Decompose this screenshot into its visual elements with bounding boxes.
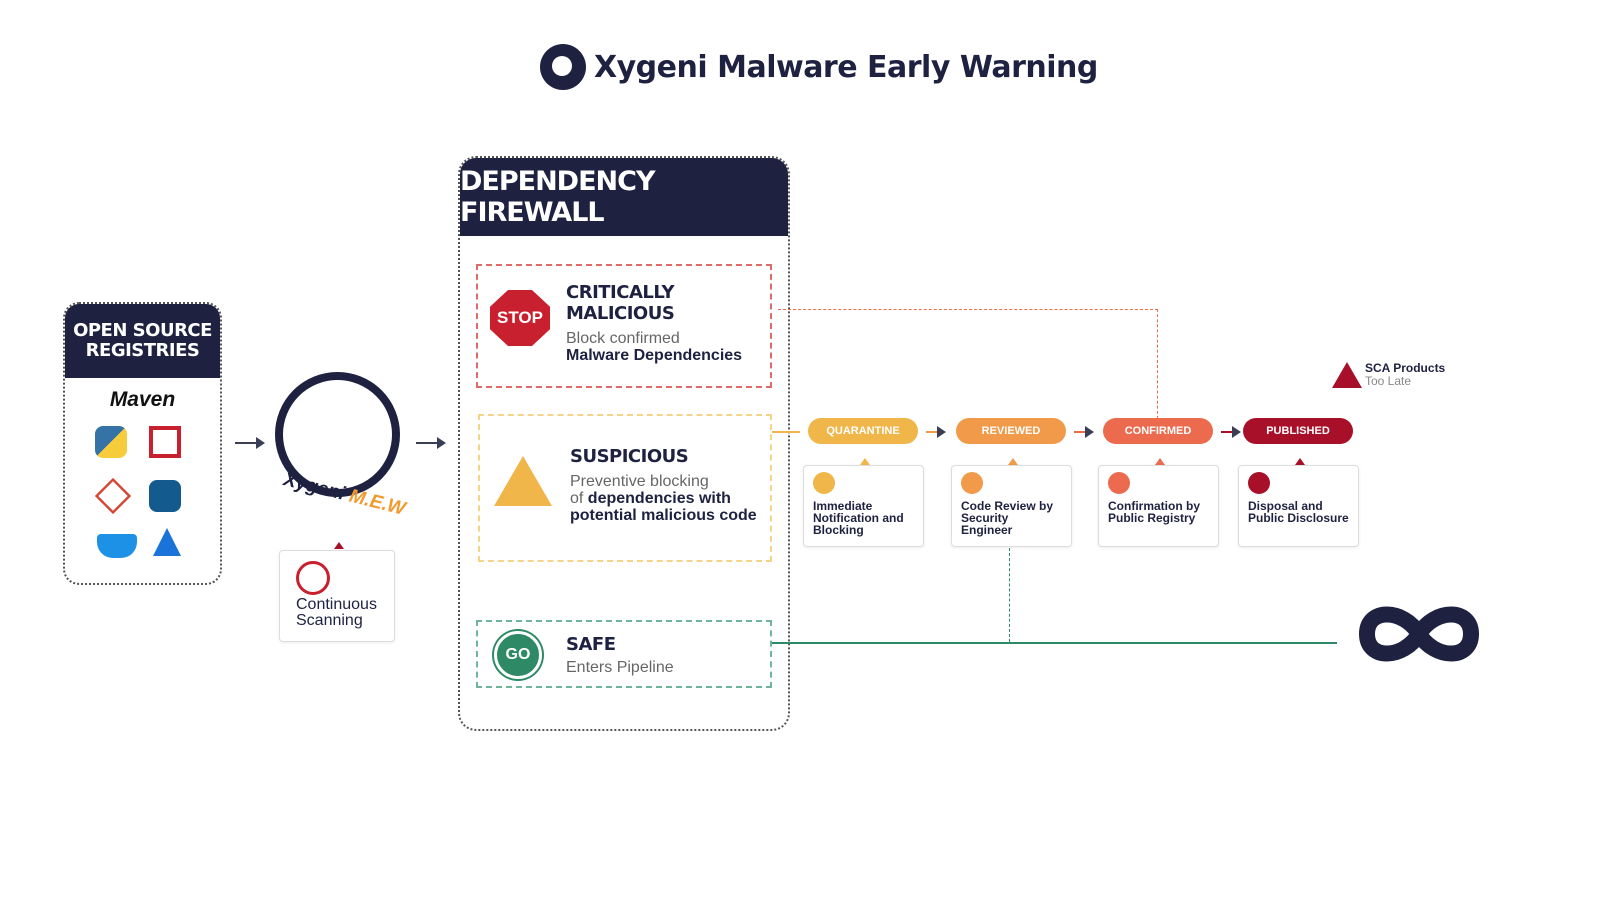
stage-pill-quarantine: QUARANTINE (808, 418, 918, 444)
python-icon (95, 426, 127, 458)
arrow-mew-to-firewall (416, 437, 446, 449)
stage-step-label: Disposal and Public Disclosure (1248, 499, 1349, 525)
suspicious-box: SUSPICIOUS Preventive blocking of depend… (478, 414, 772, 562)
docker-icon (97, 534, 137, 558)
mew-suffix: M.E.W (347, 485, 408, 520)
confirmed-feedback-vertical (1157, 309, 1158, 419)
npm-icon (149, 426, 181, 458)
xygeni-mew-mascot-icon (275, 372, 400, 497)
sca-warning-icon (1332, 362, 1362, 388)
maven-logo: Maven (109, 388, 176, 411)
stage-arrow-up-icon (860, 458, 870, 465)
registries-heading: OPEN SOURCE REGISTRIES (65, 304, 220, 378)
sca-label: SCA Products Too Late (1365, 362, 1445, 388)
azure-icon (153, 528, 181, 556)
xygeni-mew-logo-icon (540, 44, 586, 90)
megaphone-icon (1248, 472, 1270, 494)
suspicious-line3: potential malicious code (570, 507, 757, 524)
stage-step-label: Immediate Notification and Blocking (813, 499, 904, 537)
open-source-registries-panel: OPEN SOURCE REGISTRIES Maven (63, 302, 222, 585)
stage-arrow-up-icon (1295, 458, 1305, 465)
firewall-heading: DEPENDENCY FIREWALL (460, 158, 788, 236)
go-sign-icon: GO (494, 631, 542, 679)
nuget-icon (149, 480, 181, 512)
suspicious-title: SUSPICIOUS (570, 446, 689, 467)
title-text: Xygeni Malware Early Warning (594, 49, 1098, 85)
critical-line2: Malware Dependencies (566, 347, 743, 364)
stage-arrow-up-icon (1155, 458, 1165, 465)
critical-line1: Block confirmed (566, 330, 680, 347)
sca-subtitle: Too Late (1365, 374, 1412, 388)
stage-pill-confirmed: CONFIRMED (1103, 418, 1213, 444)
stage-pill-published: PUBLISHED (1243, 418, 1353, 444)
reviewed-safe-line (1009, 548, 1010, 642)
stage-step-card: Code Review by Security Engineer (951, 465, 1072, 547)
dependency-firewall-panel: DEPENDENCY FIREWALL (458, 156, 790, 731)
warning-icon (494, 456, 552, 506)
safe-line1: Enters Pipeline (566, 659, 674, 676)
critical-title: CRITICALLY MALICIOUS (566, 282, 675, 324)
stage-step-card: Confirmation by Public Registry (1098, 465, 1219, 547)
rubygems-icon (94, 477, 132, 515)
confirmed-feedback-line (778, 309, 1158, 310)
arrow-registries-to-mew (235, 437, 265, 449)
safe-title: SAFE (566, 634, 616, 655)
safe-box: GO SAFE Enters Pipeline (476, 620, 772, 688)
stop-sign-icon: STOP (490, 290, 550, 346)
security-engineer-icon (961, 472, 983, 494)
connector-to-quarantine (772, 431, 800, 433)
sca-title: SCA Products (1365, 361, 1446, 375)
stage-arrow (1074, 426, 1094, 438)
stage-step-card: Disposal and Public Disclosure (1238, 465, 1359, 547)
continuous-scan-icon (296, 561, 330, 595)
continuous-scanning-card: Continuous Scanning (279, 550, 395, 642)
stage-step-card: Immediate Notification and Blocking (803, 465, 924, 547)
stage-arrow-up-icon (1008, 458, 1018, 465)
suspicious-line2a: of (570, 490, 588, 507)
bell-alert-icon (813, 472, 835, 494)
suspicious-line2b: dependencies with (587, 490, 731, 507)
package-check-icon (1108, 472, 1130, 494)
stage-arrow (926, 426, 946, 438)
stage-step-label: Confirmation by Public Registry (1108, 499, 1200, 525)
scan-arrow-up-icon (334, 542, 344, 549)
critically-malicious-box: STOP CRITICALLY MALICIOUS Block confirme… (476, 264, 772, 388)
scanning-label: Continuous Scanning (296, 596, 377, 629)
safe-pipeline-line (772, 642, 1337, 644)
suspicious-line1: Preventive blocking (570, 473, 709, 490)
stage-pill-reviewed: REVIEWED (956, 418, 1066, 444)
stage-step-label: Code Review by Security Engineer (961, 499, 1054, 537)
infinity-pipeline-icon (1358, 606, 1480, 662)
stage-arrow (1221, 426, 1241, 438)
page-title: Xygeni Malware Early Warning (540, 44, 1098, 90)
